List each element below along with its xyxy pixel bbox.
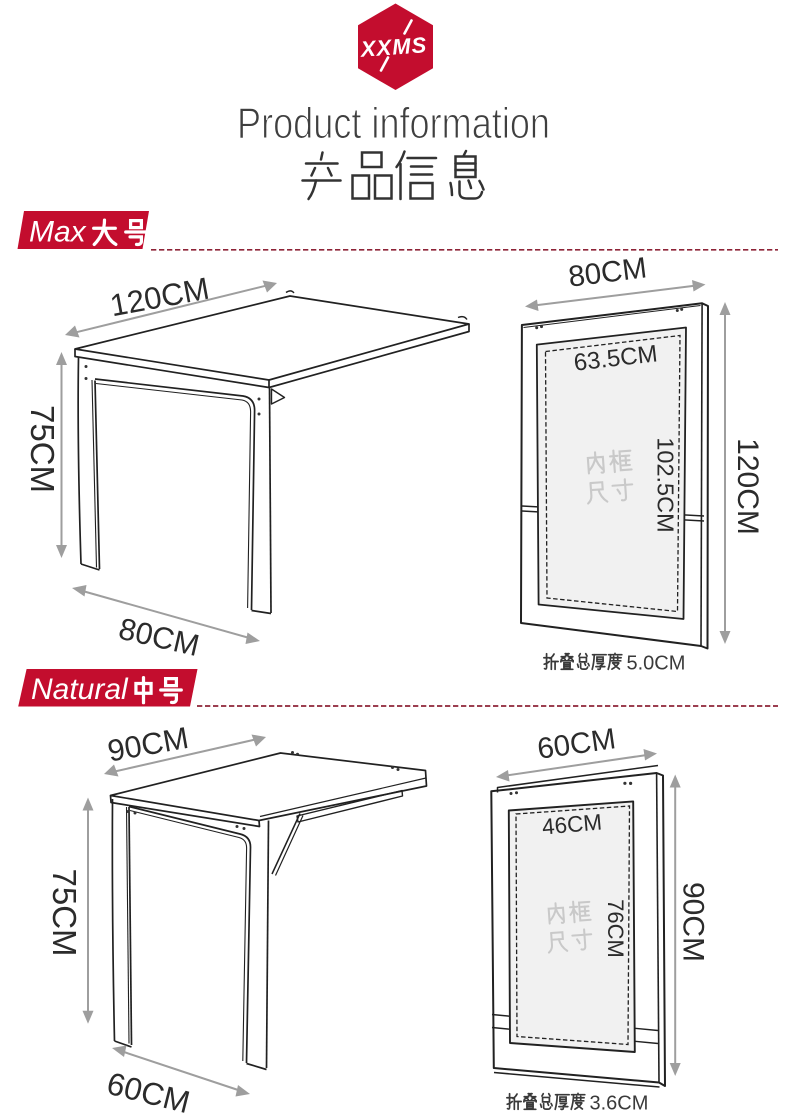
svg-text:Max: Max: [29, 216, 87, 249]
svg-text:Natural: Natural: [31, 673, 129, 706]
svg-text:XXMS: XXMS: [358, 32, 428, 62]
svg-text:80CM: 80CM: [116, 612, 203, 663]
svg-text:5.0CM: 5.0CM: [627, 653, 686, 675]
svg-text:46CM: 46CM: [541, 809, 603, 839]
svg-text:90CM: 90CM: [105, 721, 191, 769]
svg-text:60CM: 60CM: [535, 722, 618, 766]
svg-text:120CM: 120CM: [731, 438, 764, 535]
svg-text:60CM: 60CM: [103, 1065, 193, 1119]
svg-text:75CM: 75CM: [24, 405, 61, 493]
svg-text:76CM: 76CM: [603, 899, 628, 958]
svg-text:3.6CM: 3.6CM: [590, 1093, 649, 1115]
svg-text:Product information: Product information: [237, 99, 550, 148]
svg-text:75CM: 75CM: [46, 868, 83, 956]
svg-text:120CM: 120CM: [107, 271, 212, 324]
svg-text:90CM: 90CM: [677, 882, 710, 962]
svg-text:80CM: 80CM: [567, 251, 649, 293]
svg-text:102.5CM: 102.5CM: [653, 437, 679, 532]
